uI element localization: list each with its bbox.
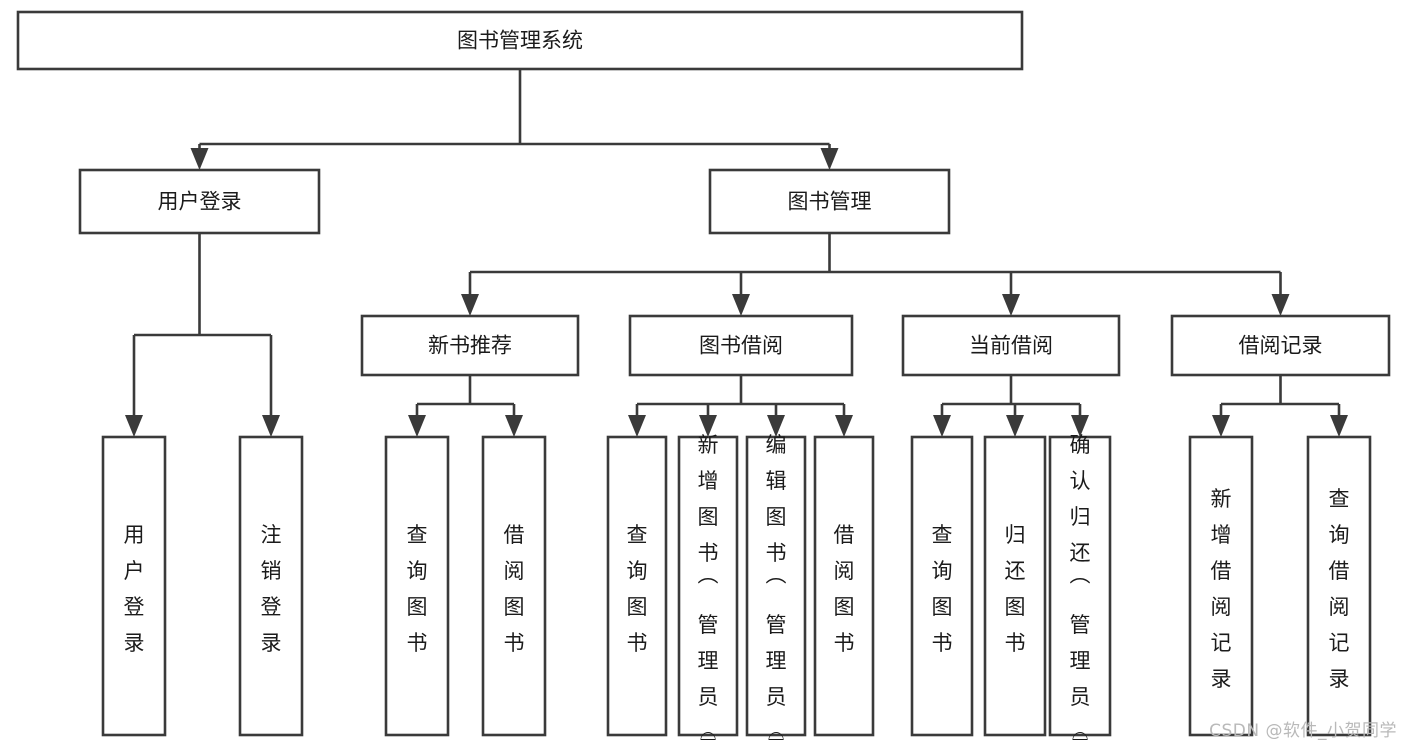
arrowhead-leaf-borrow-lend: [835, 415, 853, 437]
node-box-leaf-current-confirm: [1048, 435, 1112, 737]
connector-records: [1212, 375, 1348, 437]
node-box-login: [78, 168, 321, 235]
node-box-leaf-borrow-query: [606, 435, 668, 737]
arrowhead-leaf-user-login: [125, 415, 143, 437]
connector-newbook: [408, 375, 523, 437]
node-label-leaf-current-query: 查询图书: [932, 523, 953, 655]
node-label-records: 借阅记录: [1239, 334, 1323, 358]
arrowhead-leaf-record-add: [1212, 415, 1230, 437]
node-label-newbook: 新书推荐: [428, 334, 512, 358]
node-box-leaf-borrow-edit: [745, 435, 807, 737]
node-current[interactable]: 当前借阅: [901, 314, 1121, 377]
arrowhead-leaf-current-return: [1006, 415, 1024, 437]
node-box-leaf-record-add: [1188, 435, 1254, 737]
node-label-leaf-borrow-edit: 编辑图书⌒管理员⌓: [766, 433, 787, 745]
arrowhead-leaf-current-query: [933, 415, 951, 437]
arrowhead-leaf-borrow-add: [699, 415, 717, 437]
arrowhead-leaf-new-borrow: [505, 415, 523, 437]
arrowhead-bookmgmt: [820, 148, 839, 170]
node-leaf-new-borrow[interactable]: 借阅图书: [481, 435, 547, 737]
node-box-leaf-user-logout: [238, 435, 304, 737]
node-label-login: 用户登录: [158, 190, 242, 214]
connector-root: [190, 69, 839, 170]
node-label-bookmgmt: 图书管理: [788, 190, 872, 214]
node-box-leaf-user-login: [101, 435, 167, 737]
node-label-leaf-current-return: 归还图书: [1005, 523, 1026, 655]
node-label-leaf-new-borrow: 借阅图书: [504, 523, 525, 655]
node-newbook[interactable]: 新书推荐: [360, 314, 580, 377]
arrowhead-borrow: [732, 294, 750, 316]
arrowhead-leaf-borrow-edit: [767, 415, 785, 437]
node-label-leaf-user-logout: 注销登录: [261, 523, 282, 655]
node-login[interactable]: 用户登录: [78, 168, 321, 235]
node-box-leaf-current-return: [983, 435, 1047, 737]
node-box-leaf-new-query: [384, 435, 450, 737]
connector-login: [125, 233, 280, 437]
node-box-leaf-current-query: [910, 435, 974, 737]
node-leaf-borrow-edit[interactable]: 编辑图书⌒管理员⌓: [745, 433, 807, 745]
arrowhead-newbook: [461, 294, 479, 316]
arrowhead-leaf-new-query: [408, 415, 426, 437]
node-box-current: [901, 314, 1121, 377]
node-box-root: [16, 10, 1024, 71]
node-label-leaf-record-add: 新增借阅记录: [1211, 487, 1232, 691]
node-box-leaf-borrow-lend: [813, 435, 875, 737]
node-box-leaf-new-borrow: [481, 435, 547, 737]
node-label-leaf-borrow-add: 新增图书⌒管理员⌓: [698, 433, 719, 745]
node-label-leaf-borrow-lend: 借阅图书: [834, 523, 855, 655]
node-leaf-borrow-lend[interactable]: 借阅图书: [813, 435, 875, 737]
node-label-leaf-record-query: 查询借阅记录: [1329, 487, 1350, 691]
connector-bookmgmt: [461, 233, 1290, 316]
arrowhead-leaf-user-logout: [262, 415, 280, 437]
node-box-bookmgmt: [708, 168, 951, 235]
connector-current: [933, 375, 1089, 437]
node-root[interactable]: 图书管理系统: [16, 10, 1024, 71]
node-leaf-user-logout[interactable]: 注销登录: [238, 435, 304, 737]
arrowhead-leaf-record-query: [1330, 415, 1348, 437]
node-label-leaf-borrow-query: 查询图书: [627, 523, 648, 655]
node-bookmgmt[interactable]: 图书管理: [708, 168, 951, 235]
node-box-leaf-borrow-add: [677, 435, 739, 737]
node-leaf-current-query[interactable]: 查询图书: [910, 435, 974, 737]
node-box-borrow: [628, 314, 854, 377]
node-label-current: 当前借阅: [969, 334, 1053, 358]
node-leaf-user-login[interactable]: 用户登录: [101, 435, 167, 737]
connector-borrow: [628, 375, 853, 437]
arrowhead-records: [1271, 294, 1290, 316]
arrowhead-leaf-current-confirm: [1071, 415, 1089, 437]
node-borrow[interactable]: 图书借阅: [628, 314, 854, 377]
node-leaf-current-confirm[interactable]: 确认归还⌒管理员⌓: [1048, 433, 1112, 745]
node-label-leaf-new-query: 查询图书: [407, 523, 428, 655]
arrowhead-current: [1002, 294, 1020, 316]
node-box-leaf-record-query: [1306, 435, 1372, 737]
node-records[interactable]: 借阅记录: [1170, 314, 1391, 377]
arrowhead-leaf-borrow-query: [628, 415, 646, 437]
watermark-text: CSDN @软件_小贺同学: [1209, 721, 1397, 741]
node-label-leaf-user-login: 用户登录: [124, 523, 145, 655]
arrowhead-login: [190, 148, 209, 170]
node-label-root: 图书管理系统: [457, 29, 583, 53]
node-leaf-borrow-add[interactable]: 新增图书⌒管理员⌓: [677, 433, 739, 745]
node-leaf-new-query[interactable]: 查询图书: [384, 435, 450, 737]
node-label-leaf-current-confirm: 确认归还⌒管理员⌓: [1070, 433, 1091, 745]
node-box-records: [1170, 314, 1391, 377]
node-leaf-current-return[interactable]: 归还图书: [983, 435, 1047, 737]
node-leaf-record-query[interactable]: 查询借阅记录: [1306, 435, 1372, 737]
node-label-borrow: 图书借阅: [699, 334, 783, 358]
node-leaf-record-add[interactable]: 新增借阅记录: [1188, 435, 1254, 737]
node-box-newbook: [360, 314, 580, 377]
node-leaf-borrow-query[interactable]: 查询图书: [606, 435, 668, 737]
